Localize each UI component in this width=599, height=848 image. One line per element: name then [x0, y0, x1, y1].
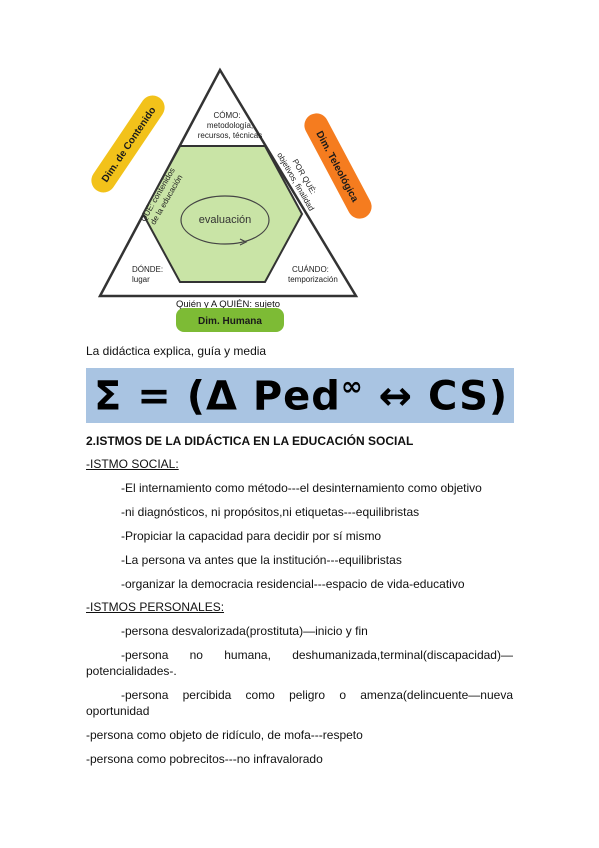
badge-contenido-label: Dim. de Contenido: [100, 105, 159, 184]
formula-main: Σ = (Δ Ped: [94, 373, 341, 420]
word: no: [189, 648, 203, 662]
personal-item: -persona como pobrecitos---no infravalor…: [86, 752, 323, 766]
social-item: -Propiciar la capacidad para decidir por…: [121, 529, 382, 543]
social-item: -El internamiento como método---el desin…: [121, 481, 482, 495]
social-item: -La persona va antes que la institución-…: [121, 553, 402, 567]
center-label: evaluación: [199, 214, 252, 226]
social-item: -organizar la democracia residencial---e…: [121, 577, 465, 591]
evaluation-cycle: [180, 195, 270, 245]
base-label: Quién y A QUIÉN: sujeto: [176, 299, 280, 310]
formula-banner: Σ = (Δ Ped∞ ↔ CS): [86, 368, 514, 423]
personal-item-continuation: oportunidad: [86, 704, 150, 718]
istmos-personales-title: -ISTMOS PERSONALES:: [86, 600, 225, 614]
bottom-left-line1: lugar: [132, 275, 150, 284]
didactics-triangle-diagram: evaluación CÓMO: metodología, recursos, …: [91, 67, 372, 332]
badge-humana-label: Dim. Humana: [198, 316, 262, 327]
social-item: -ni diagnósticos, ni propósitos,ni etiqu…: [121, 505, 420, 519]
word: peligro: [289, 688, 326, 702]
evaluation-hexagon: [141, 145, 304, 283]
top-line2: recursos, técnicas: [198, 131, 262, 140]
formula-end: ↔ CS): [363, 373, 509, 420]
word: o: [339, 688, 347, 702]
bottom-right-title: CUÁNDO:: [292, 265, 329, 274]
word: -persona: [121, 648, 169, 662]
word: percibida: [182, 688, 232, 702]
bottom-left-title: DÓNDE:: [132, 265, 163, 274]
istmo-social-title: -ISTMO SOCIAL:: [86, 457, 179, 471]
top-title: CÓMO:: [213, 111, 240, 120]
formula-text: Σ = (Δ Ped∞ ↔ CS): [94, 372, 508, 419]
word: -persona: [121, 688, 169, 702]
diagram-caption: La didáctica explica, guía y media: [86, 344, 267, 358]
bottom-right-line1: temporización: [288, 275, 338, 284]
top-line1: metodología,: [207, 121, 253, 130]
section-heading: 2.ISTMOS DE LA DIDÁCTICA EN LA EDUCACIÓN…: [86, 434, 414, 448]
word: deshumanizada,terminal(discapacidad)—: [292, 648, 513, 662]
word: amenza(delincuente—nueva: [360, 688, 513, 702]
badge-humana: [176, 308, 284, 332]
word: humana,: [224, 648, 271, 662]
personal-item-continuation: potencialidades-.: [86, 664, 177, 678]
personal-item-justified: -persona no humana, deshumanizada,termin…: [121, 648, 513, 662]
word: como: [245, 688, 275, 702]
personal-item-justified: -persona percibida como peligro o amenza…: [121, 688, 513, 702]
formula-sup: ∞: [340, 371, 364, 402]
badge-teleologica: [304, 113, 372, 219]
badge-contenido: [91, 95, 165, 193]
personal-item: -persona desvalorizada(prostituta)—inici…: [121, 624, 368, 638]
cycle-arrow-icon: [239, 238, 248, 246]
personal-item: -persona como objeto de ridículo, de mof…: [86, 728, 363, 742]
